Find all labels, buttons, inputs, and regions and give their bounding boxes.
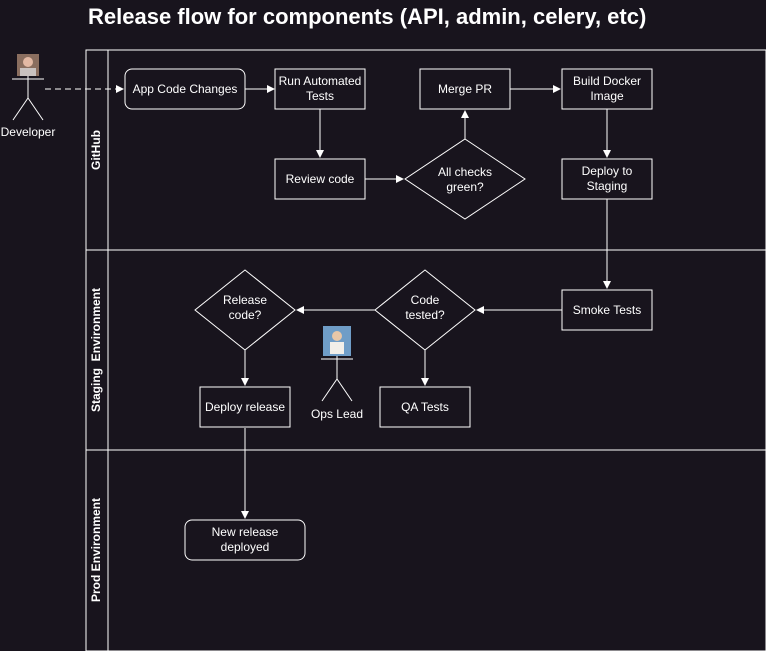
node-new-release-shape bbox=[184, 519, 306, 561]
edges bbox=[45, 85, 611, 519]
lane-label-github: GitHub bbox=[89, 130, 103, 170]
node-run-tests-shape bbox=[274, 68, 366, 110]
ops-lead-actor: Ops Lead bbox=[311, 326, 363, 421]
node-release-code-shape bbox=[194, 269, 296, 351]
diagram-title: Release flow for components (API, admin,… bbox=[88, 4, 647, 29]
ops-lead-avatar-face bbox=[332, 331, 342, 341]
node-build-docker-shape bbox=[561, 68, 653, 110]
developer-label: Developer bbox=[1, 125, 56, 139]
ops-lead-label: Ops Lead bbox=[311, 407, 363, 421]
node-smoke-tests-shape bbox=[561, 289, 653, 331]
node-app-code-changes-shape bbox=[124, 68, 246, 110]
node-deploy-staging-shape bbox=[561, 158, 653, 200]
node-review-code: Review code bbox=[286, 172, 355, 186]
node-app-code-changes: App Code Changes bbox=[133, 82, 238, 96]
swimlane-pool bbox=[85, 49, 766, 651]
developer-avatar-face bbox=[23, 57, 33, 67]
node-deploy-release: Deploy release bbox=[205, 400, 285, 414]
node-qa-tests: QA Tests bbox=[401, 400, 449, 414]
ops-lead-avatar-shirt bbox=[330, 342, 344, 354]
lane-label-staging: Staging Environment bbox=[89, 288, 103, 412]
developer-actor: Developer bbox=[1, 54, 56, 139]
pool-border bbox=[85, 49, 766, 651]
lane-label-prod: Prod Environment bbox=[89, 498, 103, 602]
node-smoke-tests: Smoke Tests bbox=[573, 303, 641, 317]
developer-avatar-shirt bbox=[20, 68, 36, 76]
node-review-code-shape bbox=[274, 158, 366, 200]
node-merge-pr: Merge PR bbox=[438, 82, 492, 96]
developer-leg-left bbox=[12, 97, 29, 121]
ops-lead-leg-right bbox=[336, 378, 353, 402]
node-all-checks-shape bbox=[404, 138, 526, 220]
ops-lead-leg-left bbox=[321, 378, 338, 402]
node-deploy-release-shape bbox=[199, 386, 291, 428]
node-code-tested-shape bbox=[374, 269, 476, 351]
node-qa-tests-shape bbox=[379, 386, 471, 428]
developer-leg-right bbox=[27, 97, 44, 121]
node-merge-pr-shape bbox=[419, 68, 511, 110]
nodes bbox=[124, 68, 653, 561]
